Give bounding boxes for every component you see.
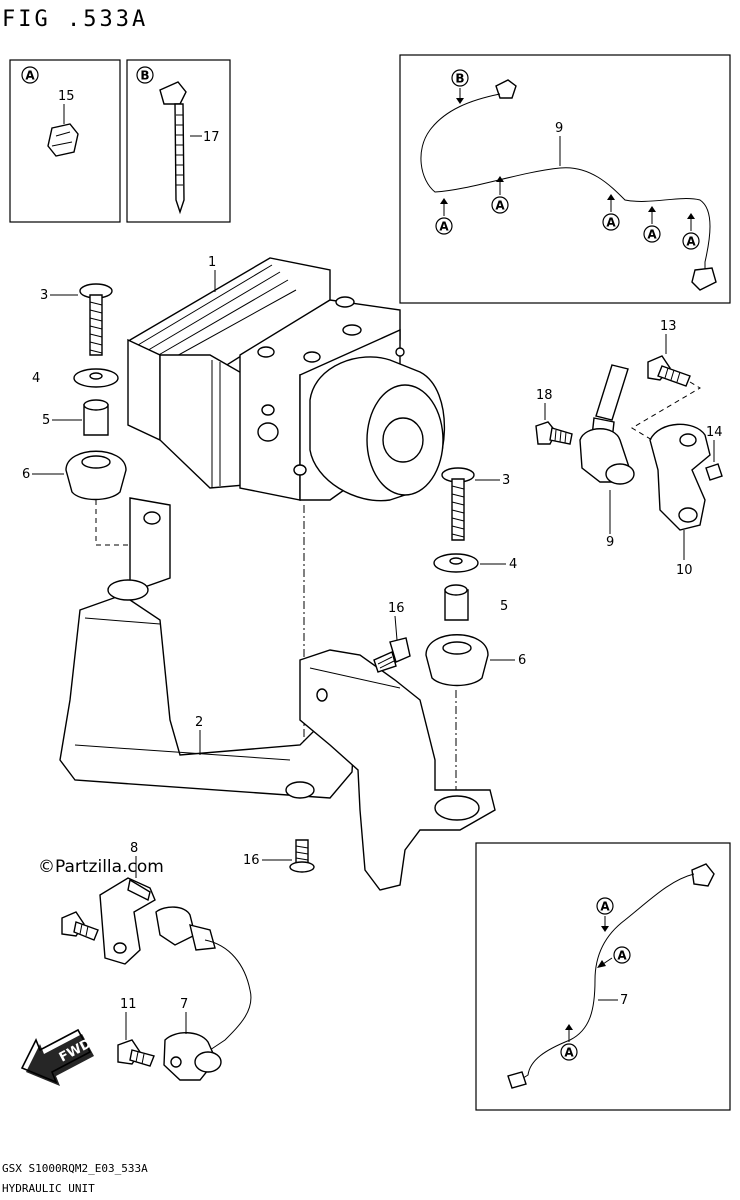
bolt-lower-8 — [61, 911, 99, 941]
bolt-16-lower: 16 — [243, 839, 315, 873]
sensor-9-end — [691, 267, 717, 291]
label-6-right: 6 — [518, 653, 526, 668]
label-4-right: 4 — [509, 557, 517, 572]
fwd-arrow: FWD — [20, 1028, 94, 1086]
label-1: 1 — [208, 255, 216, 270]
marker-a-2: A — [491, 176, 509, 214]
inset-a-letter: A — [25, 69, 35, 83]
svg-text:A: A — [617, 949, 627, 963]
svg-text:A: A — [600, 900, 610, 914]
label-8: 8 — [130, 841, 138, 856]
marker-a-1: A — [435, 198, 453, 235]
clip-part-15 — [47, 123, 79, 157]
footer-code: GSX S1000RQM2_E03_533A — [2, 1162, 148, 1175]
label-3-right: 3 — [502, 473, 510, 488]
label-2: 2 — [195, 715, 203, 730]
svg-text:A: A — [439, 220, 449, 234]
bolt-18: 18 — [535, 388, 573, 445]
marker-a-4: A — [643, 206, 661, 243]
bracket-8: 8 — [99, 841, 156, 965]
label-4-left: 4 — [32, 371, 40, 386]
label-9-right: 9 — [606, 535, 614, 550]
figure-title: FIG .533A — [2, 7, 148, 32]
label-10: 10 — [676, 563, 693, 578]
bolt-13: 13 — [631, 319, 701, 441]
bolt-11: 11 — [117, 997, 155, 1067]
marker-a-8: A — [560, 1024, 578, 1061]
sensor-9-assembly: 9 — [579, 364, 635, 550]
inset-b-badge — [136, 66, 154, 84]
label-7: 7 — [180, 997, 188, 1012]
mount-right: 3 4 5 6 — [303, 467, 526, 790]
label-16-upper: 16 — [388, 601, 405, 616]
inset-b-letter: B — [140, 69, 149, 83]
svg-text:A: A — [686, 235, 696, 249]
hydraulic-unit-1: 1 — [127, 255, 446, 502]
label-17: 17 — [203, 130, 220, 145]
marker-a-3: A — [602, 194, 620, 231]
label-13: 13 — [660, 319, 677, 334]
label-7-inset: 7 — [620, 993, 628, 1008]
tie-part-17 — [159, 81, 187, 215]
label-15: 15 — [58, 89, 75, 104]
svg-text:B: B — [455, 72, 464, 86]
svg-text:A: A — [606, 216, 616, 230]
label-16-lower: 16 — [243, 853, 260, 868]
marker-a-7: A — [597, 946, 631, 968]
marker-b-top: B — [451, 69, 469, 104]
mount-left: 3 4 5 6 — [22, 283, 131, 580]
inset-harness-7: 7 A A A — [475, 842, 731, 1111]
watermark: ©Partzilla.com — [38, 857, 164, 877]
bracket-10: 10 — [649, 423, 711, 578]
label-18: 18 — [536, 388, 553, 403]
marker-a-6: A — [596, 897, 614, 932]
footer-name: HYDRAULIC UNIT — [2, 1182, 95, 1195]
label-5-left: 5 — [42, 413, 50, 428]
bolt-16-upper: 16 — [373, 601, 411, 673]
inset-harness-9: 9 B A A A A A — [399, 54, 731, 304]
inset-a-clip: A 15 — [9, 59, 121, 223]
sensor-7-lower: 7 — [155, 906, 252, 1081]
marker-a-5: A — [682, 213, 700, 250]
label-11: 11 — [120, 997, 137, 1012]
label-5-right: 5 — [500, 599, 508, 614]
label-9-inset: 9 — [555, 121, 563, 136]
label-3-left: 3 — [40, 288, 48, 303]
svg-text:A: A — [495, 199, 505, 213]
svg-text:A: A — [647, 228, 657, 242]
label-14: 14 — [706, 425, 723, 440]
inset-b-tie: B 17 — [126, 59, 231, 223]
inset-a-badge — [21, 66, 39, 84]
bracket-2: 2 — [59, 497, 496, 891]
label-6-left: 6 — [22, 467, 30, 482]
pin-14: 14 — [705, 425, 723, 481]
svg-text:A: A — [564, 1046, 574, 1060]
connector-top — [495, 79, 517, 99]
